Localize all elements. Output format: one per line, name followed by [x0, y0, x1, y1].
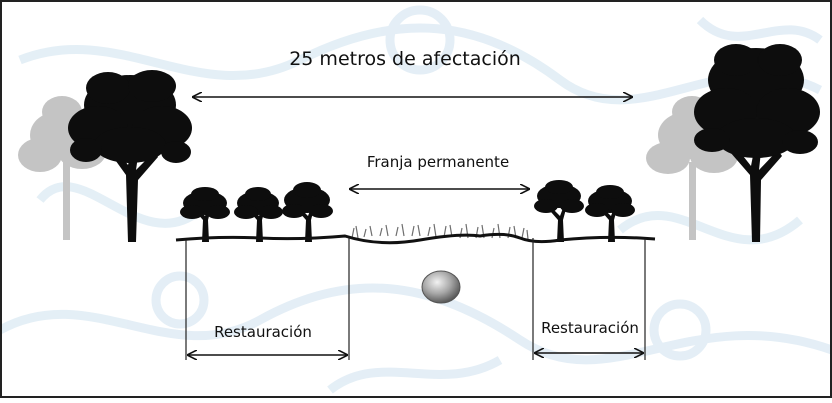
ground-line	[175, 232, 656, 245]
shrub-right-2	[585, 185, 635, 242]
dimension-lines	[185, 238, 646, 360]
shrub-left-1	[180, 187, 230, 242]
shrub-left-3	[282, 182, 333, 242]
affectation-width-label: 25 metros de afectación	[289, 48, 521, 70]
large-tree-right	[694, 44, 820, 242]
restoration-left-label: Restauración	[214, 323, 312, 341]
grass-strip	[351, 223, 529, 240]
large-tree-left	[68, 70, 192, 242]
background-watermark	[0, 5, 832, 394]
restoration-right-label: Restauración	[541, 319, 639, 337]
shrub-right-1	[534, 180, 584, 242]
permanent-strip-label: Franja permanente	[367, 153, 509, 171]
shrub-left-2	[234, 187, 283, 242]
pipeline-icon	[421, 270, 461, 304]
